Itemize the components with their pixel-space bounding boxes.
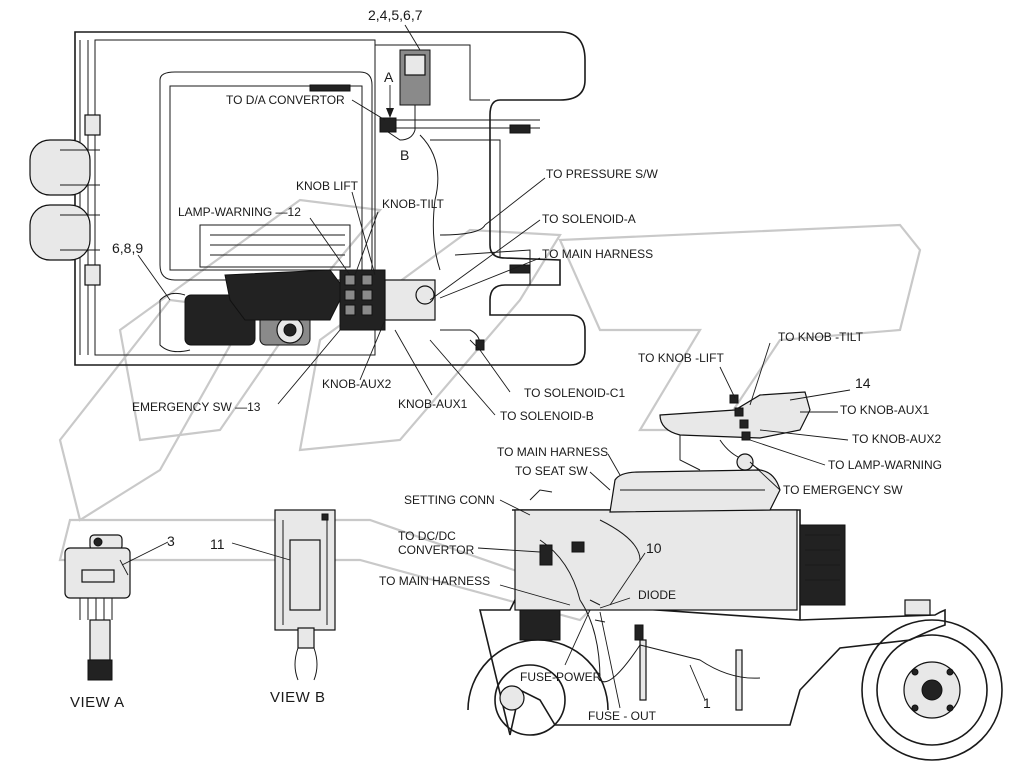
label-to-seat-sw: TO SEAT SW xyxy=(515,464,588,478)
labels: 2,4,5,6,7 A B TO D/A CONVERTOR KNOB LIFT… xyxy=(70,7,942,723)
label-to-dcdc-line2: CONVERTOR xyxy=(398,543,475,557)
side-view-truck xyxy=(467,391,1003,761)
label-to-knob-tilt: TO KNOB -TILT xyxy=(778,330,864,344)
view-a-title: VIEW A xyxy=(70,694,125,711)
arrow-a-head xyxy=(386,108,394,118)
label-to-da-convertor: TO D/A CONVERTOR xyxy=(226,93,345,107)
arrow-b-label: B xyxy=(400,147,409,163)
callout-top: 2,4,5,6,7 xyxy=(368,7,423,23)
label-to-solenoid-c1: TO SOLENOID-C1 xyxy=(524,386,625,400)
label-to-solenoid-a: TO SOLENOID-A xyxy=(542,212,636,226)
label-knob-aux2: KNOB-AUX2 xyxy=(322,377,392,391)
callout-10: 10 xyxy=(646,540,662,556)
label-to-main-harness-mid: TO MAIN HARNESS xyxy=(497,445,608,459)
callout-689: 6,8,9 xyxy=(112,240,143,256)
label-knob-tilt: KNOB-TILT xyxy=(382,197,444,211)
callout-3: 3 xyxy=(167,533,175,549)
callout-14: 14 xyxy=(855,375,871,391)
top-view-chassis xyxy=(29,31,586,366)
callout-11: 11 xyxy=(210,536,225,552)
label-to-main-harness-low: TO MAIN HARNESS xyxy=(379,574,490,588)
label-to-pressure-sw: TO PRESSURE S/W xyxy=(546,167,658,181)
label-fuse-out: FUSE - OUT xyxy=(588,709,657,723)
label-emergency-sw: EMERGENCY SW —13 xyxy=(132,400,261,414)
arrow-a-label: A xyxy=(384,69,394,85)
label-fuse-power: FUSE-POWER xyxy=(520,670,602,684)
label-to-lamp-warning: TO LAMP-WARNING xyxy=(828,458,942,472)
label-to-knob-aux2: TO KNOB-AUX2 xyxy=(852,432,941,446)
label-to-solenoid-b: TO SOLENOID-B xyxy=(500,409,594,423)
callout-1: 1 xyxy=(703,695,711,711)
view-b-component xyxy=(231,509,336,681)
label-to-main-harness-top: TO MAIN HARNESS xyxy=(542,247,653,261)
label-setting-conn: SETTING CONN xyxy=(404,493,495,507)
leader-lines xyxy=(119,24,851,709)
view-a-component xyxy=(64,534,169,681)
label-lamp-warning: LAMP-WARNING —12 xyxy=(178,205,301,219)
label-diode: DIODE xyxy=(638,588,676,602)
label-knob-lift: KNOB LIFT xyxy=(296,179,359,193)
label-to-dcdc-line1: TO DC/DC xyxy=(398,529,456,543)
label-knob-aux1: KNOB-AUX1 xyxy=(398,397,468,411)
view-b-title: VIEW B xyxy=(270,689,326,706)
label-to-knob-lift: TO KNOB -LIFT xyxy=(638,351,724,365)
label-to-emergency-sw: TO EMERGENCY SW xyxy=(783,483,903,497)
label-to-knob-aux1: TO KNOB-AUX1 xyxy=(840,403,929,417)
